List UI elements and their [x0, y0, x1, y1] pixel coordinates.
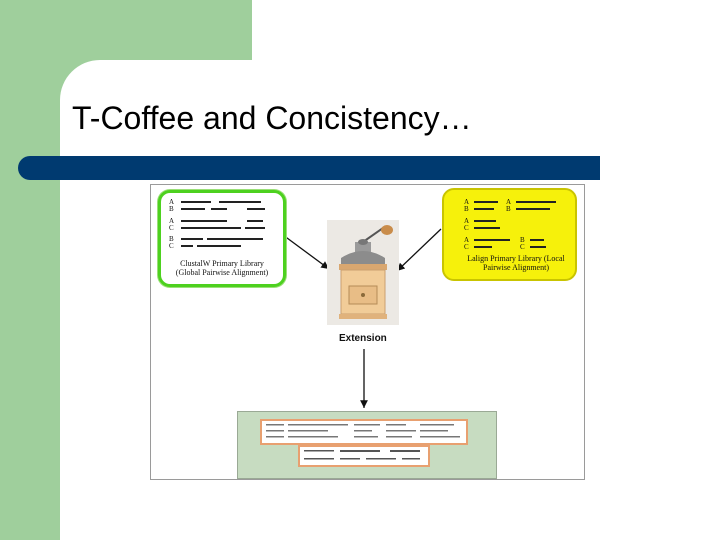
seq-line: [181, 208, 205, 210]
seq-label-ra1b: A: [506, 198, 512, 206]
extended-alignment-graphic: [304, 450, 420, 460]
seq-label-ra2: A: [464, 217, 470, 225]
corner-round-decor: [60, 60, 140, 140]
clustalw-label-line1: ClustalW Primary Library: [180, 259, 264, 268]
seq-line: [247, 208, 265, 210]
seq-line: [181, 227, 241, 229]
top-decor-band: [60, 0, 252, 60]
lalign-label-line2: Pairwise Alignment): [483, 263, 549, 272]
seq-label-b1: B: [169, 205, 174, 213]
title-underline-bar: [18, 156, 600, 180]
slide-title: T-Coffee and Concistency…: [72, 100, 472, 136]
library-alignment-block: [260, 419, 468, 445]
seq-line: [474, 239, 510, 241]
extension-label: Extension: [339, 333, 387, 344]
coffee-grinder-image: [327, 220, 399, 325]
clustalw-label-line2: (Global Pairwise Alignment): [175, 268, 269, 277]
seq-line: [530, 246, 546, 248]
seq-line: [530, 239, 544, 241]
seq-label-c1: C: [169, 224, 174, 232]
seq-line: [197, 245, 241, 247]
seq-label-rb1b: B: [506, 205, 511, 213]
seq-line: [181, 201, 211, 203]
seq-label-ra1: A: [464, 198, 470, 206]
seq-label-rb1: B: [464, 205, 469, 213]
lalign-label-line1: Lalign Primary Library (Local: [467, 254, 565, 263]
seq-line: [245, 227, 265, 229]
seq-line: [211, 208, 227, 210]
seq-line: [219, 201, 261, 203]
arrow-left-to-mill: [282, 234, 330, 270]
seq-line: [181, 245, 193, 247]
seq-line: [474, 227, 500, 229]
seq-line: [181, 220, 227, 222]
seq-label-rc1: C: [464, 224, 469, 232]
clustalw-library-label: ClustalW Primary Library (Global Pairwis…: [165, 259, 279, 277]
tcoffee-figure: A B A C B C ClustalW Primary Library (Gl…: [150, 184, 585, 480]
seq-label-rc3: C: [520, 243, 525, 251]
alignment-rows-graphic: [266, 424, 460, 438]
seq-line: [474, 208, 494, 210]
seq-label-a1: A: [169, 198, 175, 206]
arrows-layer: [282, 228, 442, 408]
lalign-library-box: A B A B A C A C B C Lalign Primary Libra…: [442, 188, 577, 281]
extended-alignment-block: [298, 445, 430, 467]
seq-line: [181, 238, 203, 240]
seq-label-c2: C: [169, 242, 174, 250]
clustalw-library-box: A B A C B C ClustalW Primary Library (Gl…: [158, 190, 286, 287]
seq-line: [474, 201, 498, 203]
left-decor-band: [0, 0, 60, 540]
seq-line: [207, 238, 263, 240]
arrow-right-to-mill: [396, 228, 442, 272]
seq-label-ra3: A: [464, 236, 470, 244]
seq-label-b2: B: [169, 235, 174, 243]
seq-label-rc2: C: [464, 243, 469, 251]
alignment-result-panel: [237, 411, 497, 479]
seq-label-rb2: B: [520, 236, 525, 244]
seq-line: [516, 208, 550, 210]
lalign-library-label: Lalign Primary Library (Local Pairwise A…: [460, 254, 572, 272]
seq-line: [247, 220, 263, 222]
seq-line: [474, 220, 496, 222]
seq-line: [516, 201, 556, 203]
seq-label-a2: A: [169, 217, 175, 225]
seq-line: [474, 246, 492, 248]
